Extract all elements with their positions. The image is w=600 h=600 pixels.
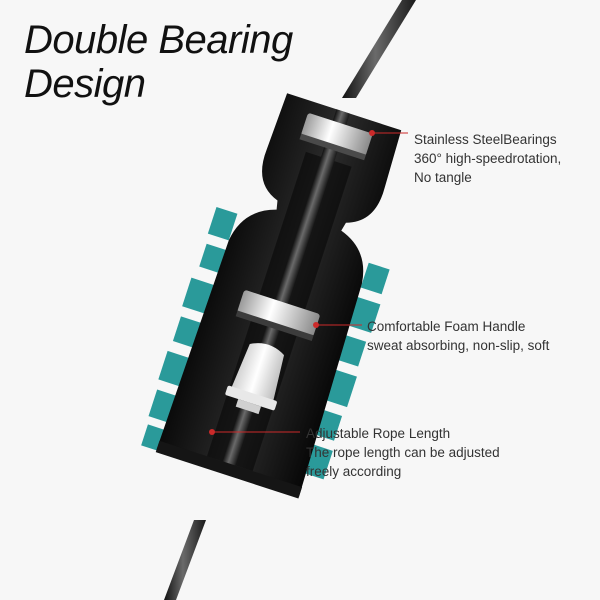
- callout-line: The rope length can be adjusted: [306, 445, 500, 460]
- lower-bearing: [235, 290, 320, 341]
- rope-length-cap: [225, 343, 285, 415]
- handle-body: [141, 93, 402, 499]
- rope-cable-top: [342, 0, 416, 98]
- callout-leader-2: [313, 322, 362, 328]
- rope-cable-bottom: [164, 520, 206, 600]
- callout-line: freely according: [306, 464, 402, 479]
- callout-line: sweat absorbing, non-slip, soft: [367, 338, 550, 353]
- title-line-1: Double Bearing: [24, 18, 293, 62]
- callout-rope-length: Adjustable Rope Length The rope length c…: [306, 424, 500, 481]
- handle-bottom-rim: [155, 440, 303, 499]
- upper-bearing: [299, 113, 373, 161]
- callout-line: 360° high-speedrotation,: [414, 151, 562, 166]
- callout-heading: Adjustable Rope Length: [306, 426, 451, 441]
- title-line-2: Design: [24, 62, 146, 106]
- callout-heading: Comfortable Foam Handle: [367, 319, 526, 334]
- callout-leader-3: [209, 429, 300, 435]
- callout-line: No tangle: [414, 170, 472, 185]
- callout-heading: Stainless SteelBearings: [414, 132, 557, 147]
- callout-stainless-bearings: Stainless SteelBearings 360° high-speedr…: [414, 130, 561, 187]
- page-title: Double Bearing Design: [24, 18, 293, 106]
- callout-foam-handle: Comfortable Foam Handle sweat absorbing,…: [367, 317, 549, 355]
- callout-leader-1: [369, 130, 408, 136]
